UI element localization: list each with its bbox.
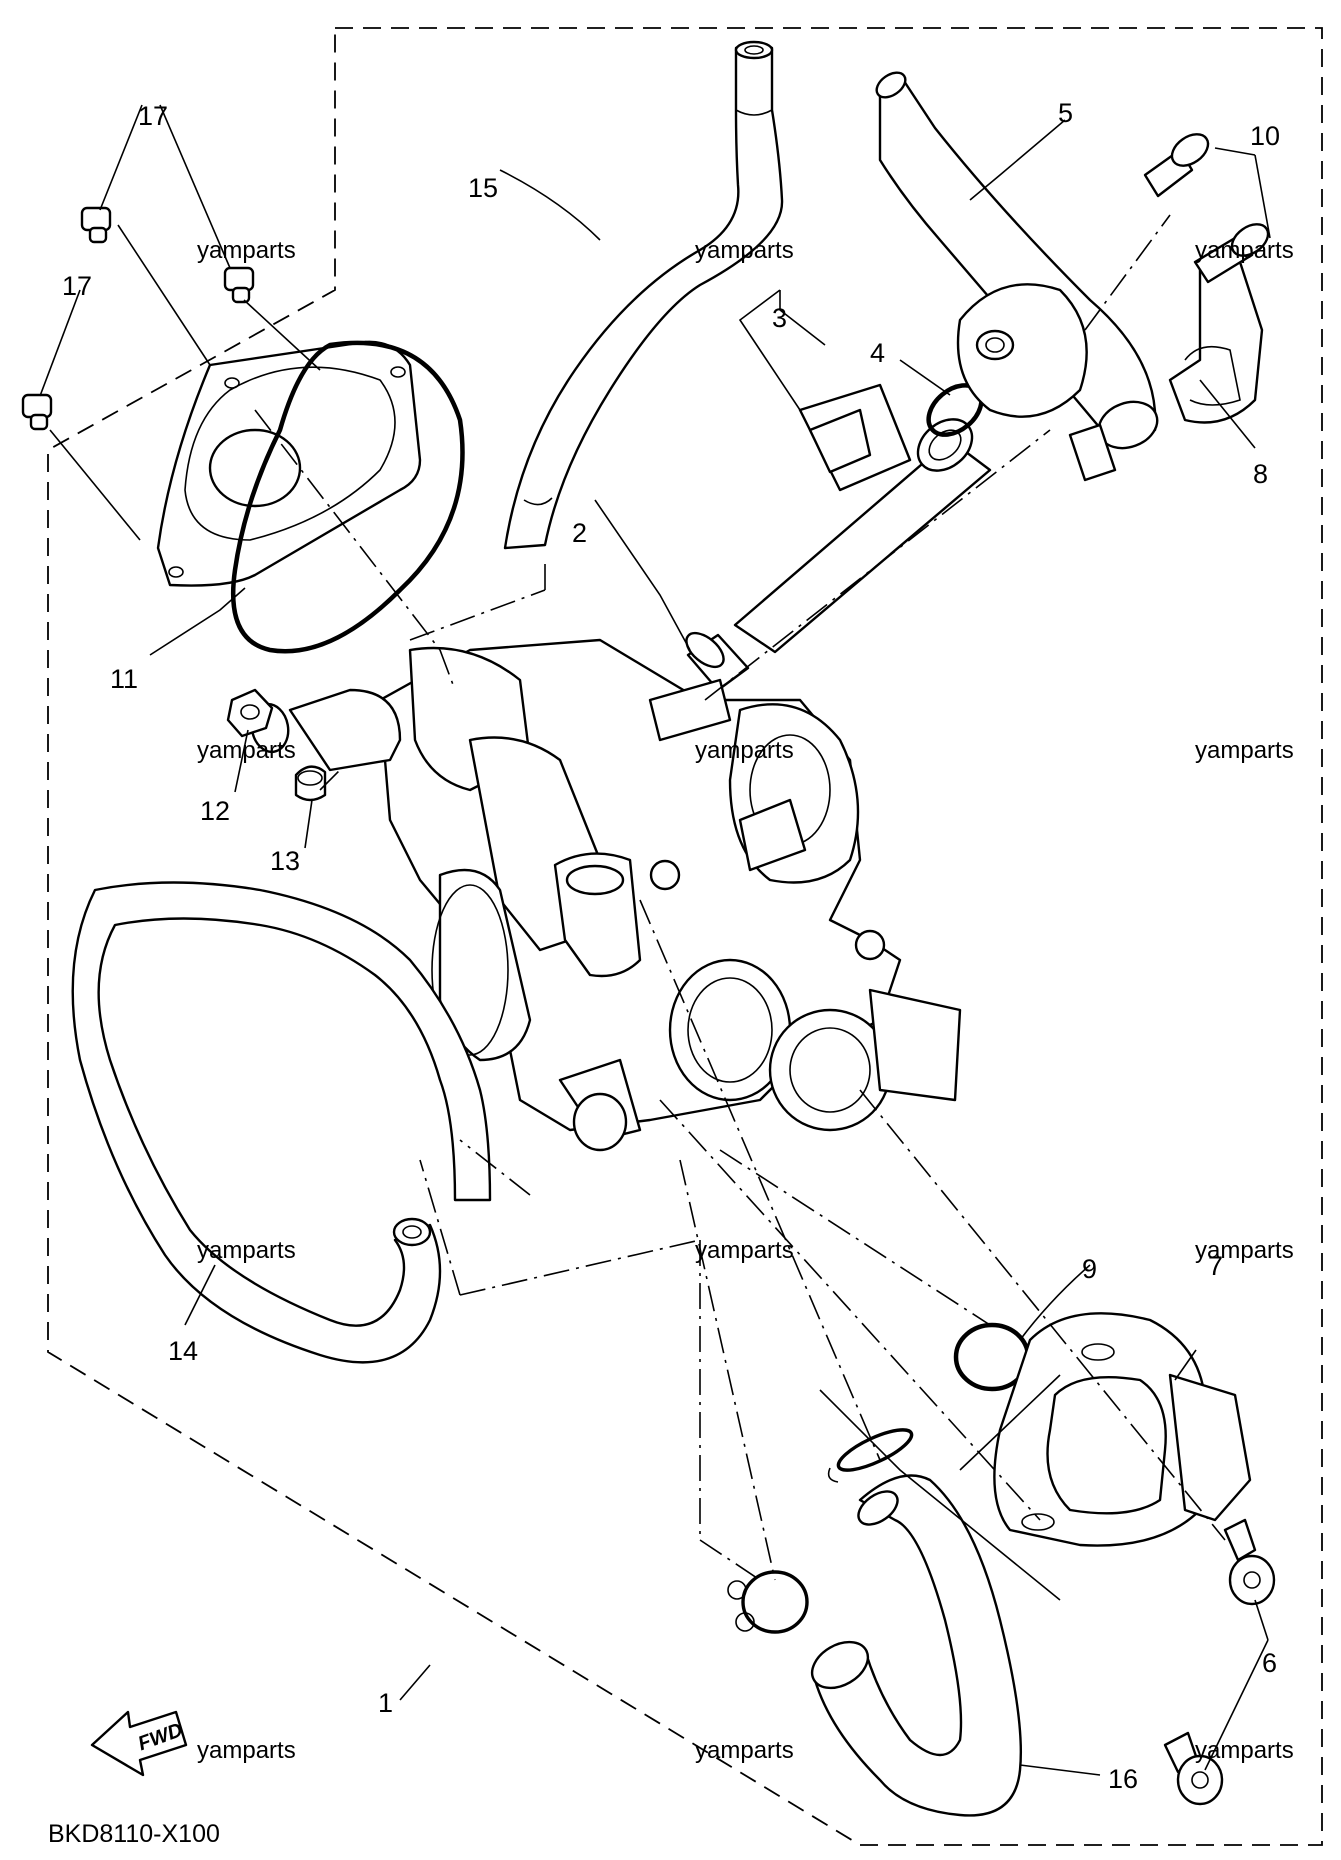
alignment-lines xyxy=(254,214,1226,1581)
watermark: yamparts xyxy=(197,1737,296,1764)
callout-7: 7 xyxy=(1208,1251,1223,1281)
callout-9: 9 xyxy=(1082,1254,1097,1284)
cap-13 xyxy=(294,765,327,802)
callout-17b: 17 xyxy=(62,271,92,301)
watermark: yamparts xyxy=(1195,1237,1294,1264)
fwd-arrow: FWD xyxy=(90,1710,188,1777)
callout-13: 13 xyxy=(270,846,300,876)
watermark: yamparts xyxy=(197,737,296,764)
watermark: yamparts xyxy=(1195,237,1294,264)
callout-10: 10 xyxy=(1250,121,1280,151)
callout-17a: 17 xyxy=(138,101,168,131)
hose-14 xyxy=(71,881,492,1364)
leader-lines xyxy=(39,104,1271,1776)
injector-3 xyxy=(733,383,992,654)
callout-14: 14 xyxy=(168,1336,198,1366)
fuel-pipe-5 xyxy=(875,71,1159,450)
callout-5: 5 xyxy=(1058,98,1073,128)
bolt-10a xyxy=(1143,133,1210,198)
watermark: yamparts xyxy=(695,1237,794,1264)
watermarks: yamparts yamparts yamparts yamparts yamp… xyxy=(197,237,1294,1764)
screw-17b xyxy=(223,266,255,304)
bracket-8 xyxy=(1068,260,1264,482)
callout-4: 4 xyxy=(870,338,885,368)
watermark: yamparts xyxy=(197,237,296,264)
callout-11: 11 xyxy=(110,664,138,694)
hose-16 xyxy=(810,1474,1023,1817)
watermark: yamparts xyxy=(1195,737,1294,764)
screw-6b xyxy=(1163,1731,1224,1806)
seal-2 xyxy=(685,631,750,692)
nut-12 xyxy=(226,688,274,738)
callout-8: 8 xyxy=(1253,459,1268,489)
screw-6a xyxy=(1223,1518,1276,1606)
screw-17a xyxy=(80,206,112,244)
watermark: yamparts xyxy=(1195,1737,1294,1764)
callout-6: 6 xyxy=(1262,1648,1277,1678)
callout-labels: 1 2 3 4 5 6 7 8 9 10 11 12 13 14 15 16 1… xyxy=(62,98,1280,1794)
watermark: yamparts xyxy=(197,1237,296,1264)
watermark: yamparts xyxy=(695,737,794,764)
callout-12: 12 xyxy=(200,796,230,826)
screw-17c xyxy=(21,393,53,431)
cover-plate xyxy=(156,340,422,587)
callout-16: 16 xyxy=(1108,1764,1138,1794)
bolt-10b xyxy=(1193,223,1270,284)
watermark: yamparts xyxy=(695,1737,794,1764)
hose-15 xyxy=(503,40,784,550)
callout-2: 2 xyxy=(572,518,587,548)
watermark: yamparts xyxy=(695,237,794,264)
sensor-7 xyxy=(993,1312,1252,1547)
assembly-boundary xyxy=(47,27,1323,1846)
callout-3: 3 xyxy=(772,303,787,333)
diagram-code: BKD8110-X100 xyxy=(48,1820,220,1848)
clip-lower xyxy=(727,1570,809,1634)
callout-1: 1 xyxy=(378,1688,393,1718)
throttle-body xyxy=(250,638,962,1152)
callout-15: 15 xyxy=(468,173,498,203)
